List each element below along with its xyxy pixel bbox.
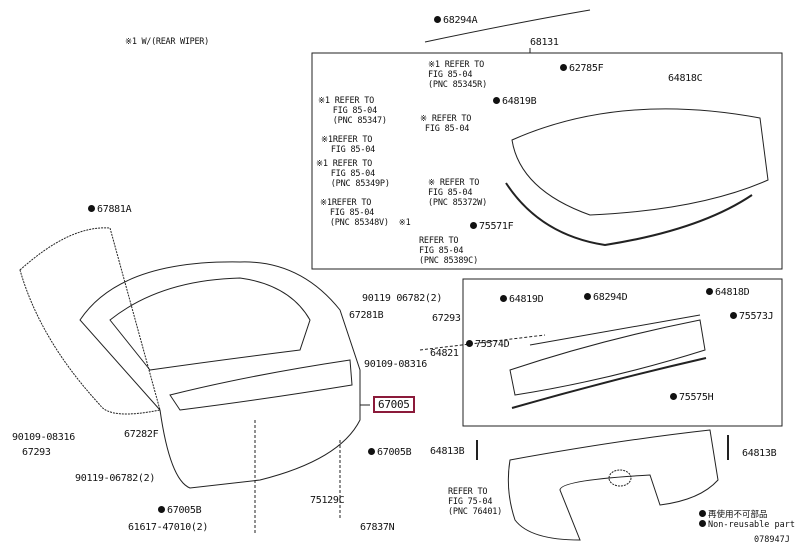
part-label[interactable]: 67293	[432, 313, 461, 324]
legend-jp: 再使用不可部品	[699, 508, 768, 520]
legend-en: Non-reusable part	[699, 520, 795, 530]
part-label[interactable]: 64813B	[430, 446, 465, 457]
part-label[interactable]: 68294D	[584, 292, 628, 303]
glass-seal	[505, 182, 753, 247]
part-label[interactable]: 90119 06782(2)	[362, 293, 443, 304]
part-label[interactable]: 67005B	[158, 505, 202, 516]
garnish-opening	[169, 359, 353, 411]
spoiler-68294D	[509, 319, 706, 396]
part-label[interactable]: 67293	[22, 447, 51, 458]
part-label[interactable]: 64818D	[706, 287, 750, 298]
part-label[interactable]: 67282F	[124, 429, 159, 440]
diagram-code: 078947J	[754, 535, 790, 545]
wiper-inset-frame	[311, 52, 783, 270]
part-label[interactable]: 68294A	[434, 15, 478, 26]
part-label[interactable]: 67281B	[349, 310, 384, 321]
reference-note: ※1 REFER TO FIG 85-04 (PNC 85345R)	[428, 60, 488, 90]
weatherstrip-67881A	[19, 227, 161, 415]
part-label[interactable]: 67837N	[360, 522, 395, 533]
part-label[interactable]: 64819D	[500, 294, 544, 305]
reference-note: ※1 REFER TO FIG 85-04 (PNC 85347)	[318, 96, 387, 126]
garnish-76401	[507, 429, 719, 541]
part-label[interactable]: 90119-06782(2)	[75, 473, 156, 484]
reference-note: REFER TO FIG 85-04 (PNC 85389C)	[419, 236, 479, 266]
part-label[interactable]: 75573J	[730, 311, 774, 322]
part-label[interactable]: 64818C	[668, 73, 703, 84]
part-label[interactable]: 67881A	[88, 204, 132, 215]
reference-note: ※ REFER TO FIG 85-04 (PNC 85372W)	[428, 178, 488, 208]
part-label[interactable]: 75575H	[670, 392, 714, 403]
reference-note: ※ REFER TO FIG 85-04	[420, 114, 472, 134]
part-label-highlighted-67005[interactable]: 67005	[373, 396, 415, 413]
reference-note: ※1REFER TO FIG 85-04 (PNC 85348V) ※1	[320, 198, 411, 228]
molding-68294A	[424, 9, 591, 43]
part-label[interactable]: 64821	[430, 348, 459, 359]
part-label[interactable]: 64819B	[493, 96, 537, 107]
part-label[interactable]: 90109-08316	[364, 359, 427, 370]
part-label[interactable]: 62785F	[560, 63, 604, 74]
reference-note: ※1 REFER TO FIG 85-04 (PNC 85349P)	[316, 159, 390, 189]
wiper-note: ※1 W/(REAR WIPER)	[125, 37, 209, 47]
reference-note: REFER TO FIG 75-04 (PNC 76401)	[448, 487, 503, 517]
part-label[interactable]: 68131	[530, 37, 559, 48]
reference-note: ※1REFER TO FIG 85-04	[321, 135, 376, 155]
part-label[interactable]: 75574D	[466, 339, 510, 350]
part-label[interactable]: 75129C	[310, 495, 345, 506]
part-label[interactable]: 64813B	[742, 448, 777, 459]
back-door-panel	[79, 261, 361, 489]
door-window-opening	[109, 277, 311, 371]
part-label[interactable]: 61617-47010(2)	[128, 522, 209, 533]
part-label[interactable]: 75571F	[470, 221, 514, 232]
part-label[interactable]: 67005B	[368, 447, 412, 458]
spoiler-inset-frame	[462, 278, 783, 427]
part-label[interactable]: 90109-08316	[12, 432, 75, 443]
back-glass	[511, 108, 769, 216]
